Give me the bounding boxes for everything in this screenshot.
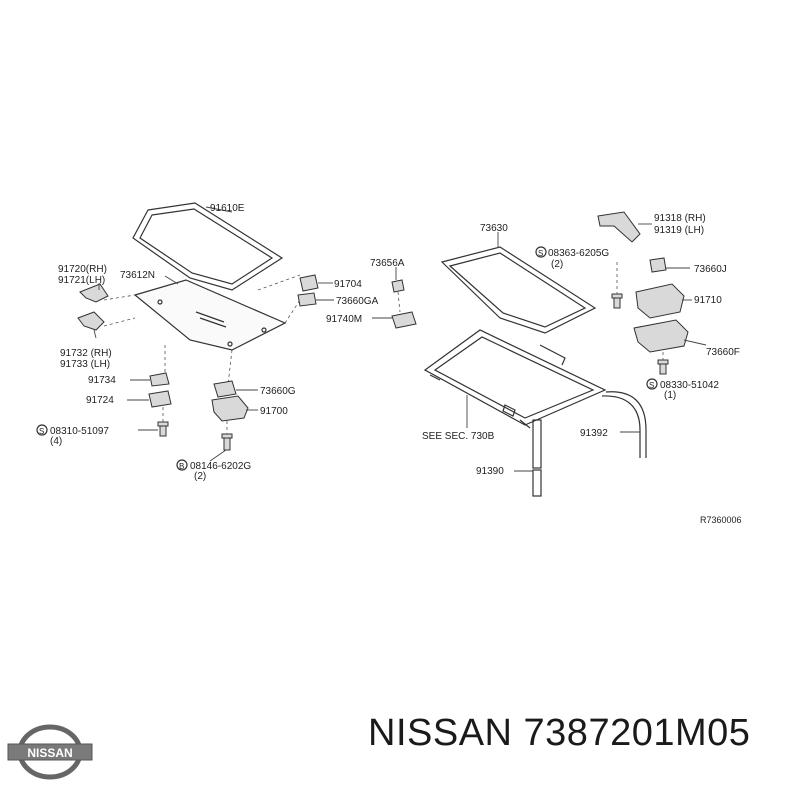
label-73660F: 73660F	[706, 347, 740, 358]
s-mark-08363	[535, 246, 547, 258]
label-91610E: 91610E	[210, 203, 245, 214]
label-08363-qty: (2)	[551, 259, 563, 270]
seal-73630	[440, 246, 597, 334]
label-73660GA: 73660GA	[336, 296, 379, 307]
label-91319: 91319 (LH)	[654, 225, 704, 236]
sunroof-frame	[423, 329, 607, 429]
bracket-91724	[148, 390, 172, 408]
bracket-91740M	[391, 311, 417, 329]
label-73660G: 73660G	[260, 386, 296, 397]
label-91732: 91732 (RH)	[60, 348, 112, 359]
label-08310: 08310-51097	[50, 426, 109, 437]
b-mark-08146	[176, 459, 188, 471]
label-08310-qty: (4)	[50, 436, 62, 447]
bracket-73660GA	[297, 292, 317, 307]
label-08146-qty: (2)	[194, 471, 206, 482]
drain-tube-91390	[532, 419, 542, 497]
bolt-08330	[657, 359, 669, 375]
label-91710: 91710	[694, 295, 722, 306]
bracket-91734	[149, 372, 170, 387]
label-73630: 73630	[480, 223, 508, 234]
bracket-73660G	[213, 380, 237, 398]
label-91721: 91721(LH)	[58, 275, 105, 286]
bracket-73660F	[633, 319, 689, 353]
s-mark-08310	[36, 424, 48, 436]
s-mark-08363-letter: S	[538, 249, 543, 258]
label-91318: 91318 (RH)	[654, 213, 706, 224]
label-91734: 91734	[88, 375, 116, 386]
clip-91732	[77, 311, 105, 331]
bolt-08363	[611, 293, 623, 309]
glass-seal-91610E	[132, 202, 284, 291]
b-mark-08146-letter: B	[179, 462, 184, 471]
logo-text: NISSAN	[27, 746, 72, 760]
drain-hose-91392	[601, 391, 647, 458]
motor-91710	[635, 283, 685, 319]
nissan-logo: NISSAN	[6, 724, 94, 780]
label-73612N: 73612N	[120, 270, 155, 281]
label-08363: 08363-6205G	[548, 248, 609, 259]
label-91733: 91733 (LH)	[60, 359, 110, 370]
sunshade-panel-73612N	[133, 279, 287, 351]
label-73660J: 73660J	[694, 264, 727, 275]
label-see-sec-730b: SEE SEC. 730B	[422, 431, 495, 442]
part-title: NISSAN 7387201M05	[368, 712, 751, 754]
ref-code: R7360006	[700, 515, 742, 525]
bolt-08310	[157, 421, 169, 437]
label-91392: 91392	[580, 428, 608, 439]
bracket-73660J	[649, 257, 667, 273]
s-mark-08330-letter: S	[649, 381, 654, 390]
s-mark-08310-letter: S	[39, 427, 44, 436]
bracket-91318	[597, 211, 641, 243]
hinge-91700	[211, 395, 249, 422]
label-91700: 91700	[260, 406, 288, 417]
label-91724: 91724	[86, 395, 114, 406]
label-08330-qty: (1)	[664, 390, 676, 401]
label-08330: 08330-51042	[660, 380, 719, 391]
clip-91720	[79, 283, 109, 303]
bolt-08146	[221, 433, 233, 451]
label-91740M: 91740M	[326, 314, 362, 325]
label-08146: 08146-6202G	[190, 461, 251, 472]
clip-73656A	[391, 279, 405, 293]
label-73656A: 73656A	[370, 258, 405, 269]
label-91390: 91390	[476, 466, 504, 477]
label-91704: 91704	[334, 279, 362, 290]
clip-91704	[299, 274, 319, 292]
label-91720: 91720(RH)	[58, 264, 107, 275]
s-mark-08330	[646, 378, 658, 390]
